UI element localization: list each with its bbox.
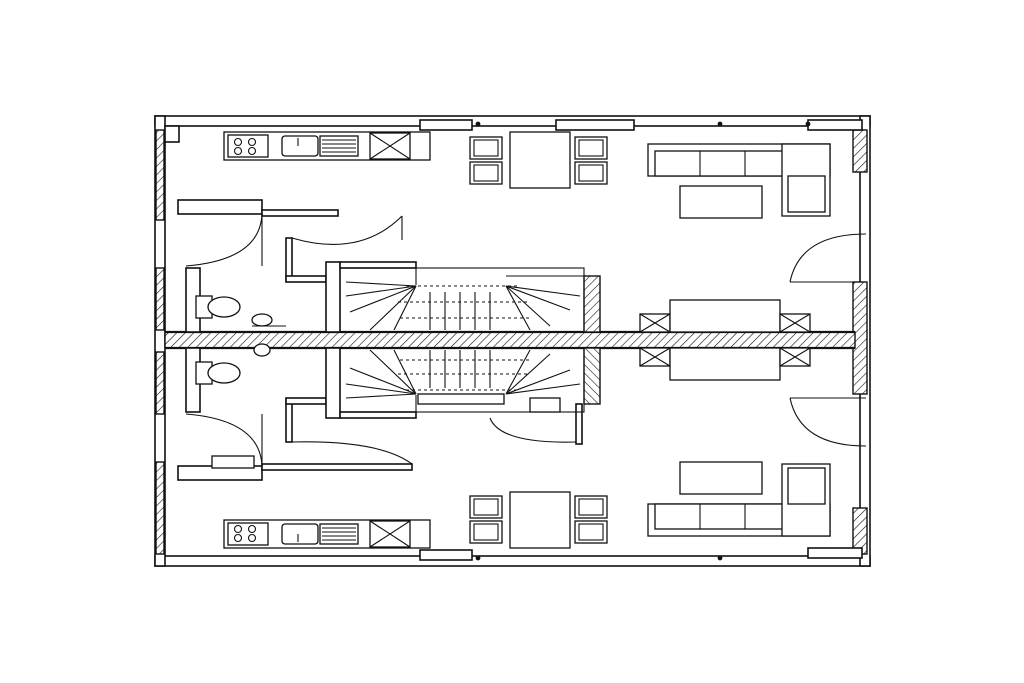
party-wall [164,330,856,350]
staircase-upper [339,267,585,333]
coffee-table-upper [679,185,763,219]
doors-upper [185,213,867,283]
kitchen-counter-lower [223,519,431,549]
left-window-3 [155,351,165,415]
door-arc-upper-2 [291,215,403,245]
left-window-1 [155,129,165,221]
upper-unit [177,131,867,333]
kitchen-counter-upper [223,131,431,161]
right-window-1 [852,129,868,173]
party-wall-band [164,331,856,349]
staircase-lower [339,347,585,413]
left-window-4 [155,461,165,555]
sideboard-upper [669,299,781,333]
dining-table-upper [509,131,571,189]
door-arc-upper-3 [789,233,867,283]
wc-sink-upper [251,313,273,327]
chair-upper-1 [469,136,503,160]
outer-walls [154,115,871,567]
wc-lower [195,343,271,469]
left-window-2 [155,267,165,331]
toilet-bowl-upper [207,296,241,318]
stove-upper [227,134,269,158]
doors-lower [185,397,867,467]
dining-set-upper [469,131,608,189]
right-window-3 [852,507,868,555]
chair-upper-4 [574,161,608,185]
top-wall [154,115,871,127]
door-arc-upper-1 [185,213,263,267]
drainboard-upper [319,135,359,157]
sink-upper [281,135,319,157]
sofa-lower [647,463,831,537]
dining-set-lower [469,491,608,549]
chair-upper-2 [469,161,503,185]
lower-unit [177,343,867,549]
bottom-wall [154,555,871,567]
wc-upper [195,295,286,327]
chair-upper-3 [574,136,608,160]
sofa-upper [647,143,831,217]
